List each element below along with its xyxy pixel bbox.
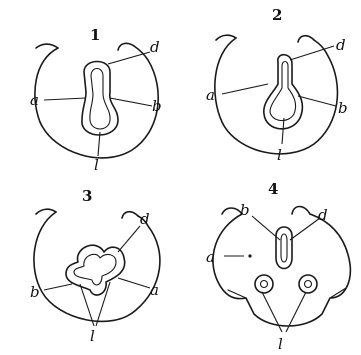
figure-3-label-b: b [30, 283, 40, 301]
figure-2-leader-b [298, 96, 336, 106]
figure-1-inner-column [90, 69, 110, 130]
figure-3-label-a: a [150, 281, 159, 299]
figure-4-outline [213, 214, 350, 326]
figure-4-leader-l1 [262, 292, 282, 332]
figure-1-number: 1 [90, 26, 100, 44]
figure-2-number: 2 [272, 6, 282, 24]
figure-2-label-d: d [336, 36, 346, 54]
figure-4-right-tip [292, 207, 310, 215]
figure-4-leader-d [290, 218, 320, 240]
figure-2-label-a: a [206, 86, 215, 104]
figure-4-right-stigma-outer [299, 275, 317, 293]
figure-1-label-l: l [94, 156, 99, 174]
figure-1-leader-b [110, 98, 152, 106]
figure-4-inner-column [281, 234, 287, 262]
figure-4: 4 a b d l [206, 180, 350, 353]
figure-4-label-b: b [240, 201, 250, 219]
figure-4-left-stigma-outer [255, 275, 273, 293]
figure-1-left-tip [36, 44, 58, 48]
figure-3-leader-b [44, 284, 72, 290]
figure-2-right-tip [298, 36, 314, 42]
figure-4-label-a: a [206, 248, 215, 266]
figure-3-leader-d [118, 226, 140, 252]
figure-1-label-b: b [152, 97, 162, 115]
figure-3-leader-a [118, 278, 150, 288]
figure-3: 3 b a d l [30, 187, 160, 345]
figure-2-outline [215, 38, 338, 154]
figure-2-label-b: b [338, 99, 348, 117]
figure-3-leader-l2 [96, 282, 110, 326]
figure-4-left-stigma-inner [261, 281, 268, 288]
figure-3-number: 3 [82, 187, 92, 205]
figure-4-right-stigma-inner [305, 281, 312, 288]
figure-4-label-l: l [278, 335, 283, 353]
figure-4-number: 4 [268, 180, 278, 198]
figure-3-label-l: l [90, 327, 95, 345]
figure-3-outline [34, 212, 160, 321]
figure-1-label-a: a [30, 91, 39, 109]
figure-4-dot [248, 254, 251, 257]
figure-1-right-tip [118, 43, 134, 50]
figure-1-outline [35, 46, 158, 158]
figure-2: 2 a b d l [206, 6, 348, 164]
figure-2-leader-d [290, 46, 334, 60]
figure-2-leader-a [222, 84, 268, 94]
figure-1: 1 a b d l [30, 26, 162, 174]
figure-1-leader-d [108, 52, 150, 64]
figure-3-right-tip [122, 212, 138, 218]
figure-1-leader-a [44, 98, 86, 100]
figure-2-label-l: l [277, 146, 282, 164]
figure-4-leader-b [252, 216, 280, 240]
figure-3-label-d: d [140, 210, 150, 228]
figure-1-label-d: d [150, 38, 160, 56]
figure-2-leader-l [282, 118, 284, 144]
figure-4-left-tip [222, 208, 242, 214]
figure-4-label-d: d [318, 206, 328, 224]
figure-2-outer-column [264, 55, 303, 129]
